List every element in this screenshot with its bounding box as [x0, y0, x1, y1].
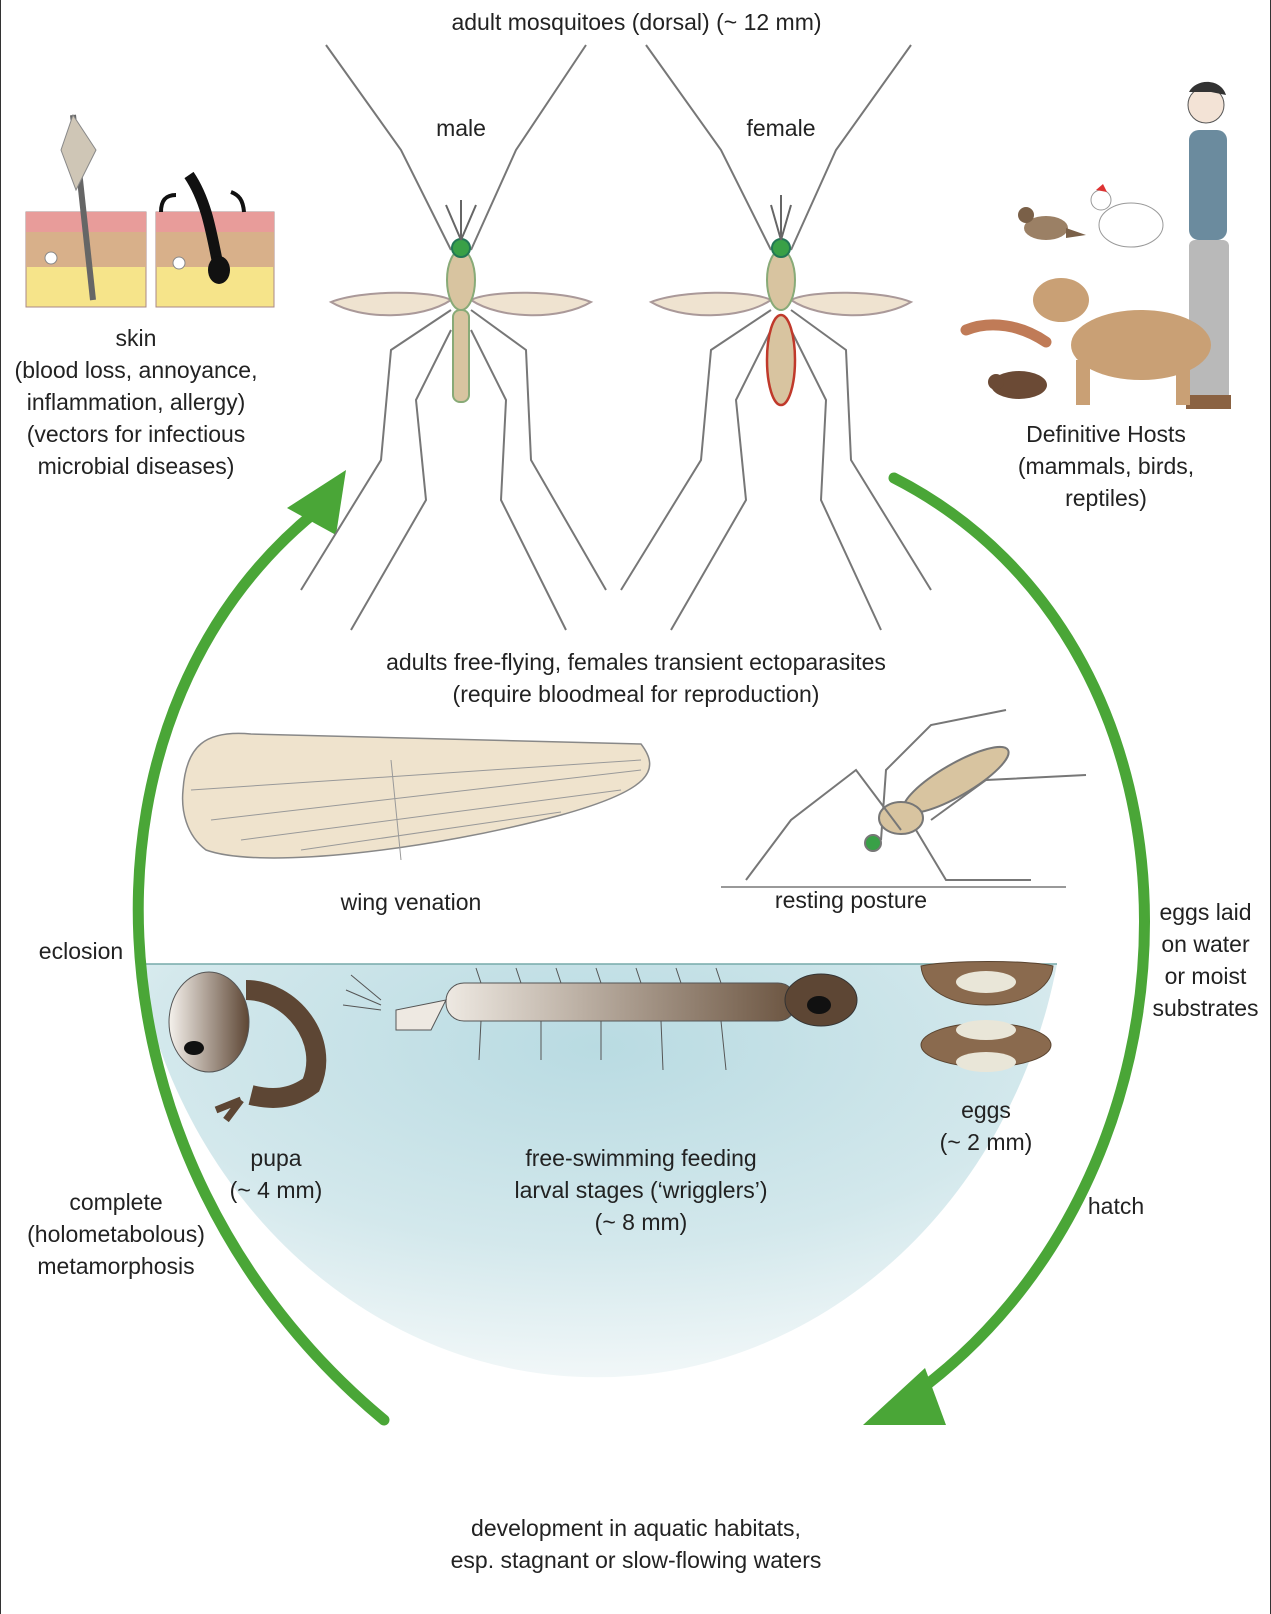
label-female: female	[721, 112, 841, 144]
rat-icon	[988, 371, 1047, 399]
label-eggs: eggs(~ 2 mm)	[921, 1094, 1051, 1158]
title-adult-mosquitoes: adult mosquitoes (dorsal) (~ 12 mm)	[1, 6, 1271, 38]
host-animals	[966, 82, 1231, 409]
label-definitive-hosts: Definitive Hosts(mammals, birds,reptiles…	[986, 418, 1226, 514]
dog-icon	[1033, 278, 1211, 405]
skin-illustration	[26, 115, 274, 307]
label-eclosion: eclosion	[21, 935, 141, 967]
label-pupa: pupa(~ 4 mm)	[211, 1142, 341, 1206]
label-hatch: hatch	[1071, 1190, 1161, 1222]
arrow-right-path	[894, 478, 1145, 1400]
label-skin: skin(blood loss, annoyance,inflammation,…	[1, 322, 271, 482]
label-larval-stages: free-swimming feedinglarval stages (‘wri…	[471, 1142, 811, 1238]
label-resting-posture: resting posture	[741, 884, 961, 916]
label-wing-venation: wing venation	[301, 886, 521, 918]
bird-icon	[1018, 207, 1086, 240]
label-adults-free-flying: adults free-flying, females transient ec…	[301, 646, 971, 710]
label-development: development in aquatic habitats,esp. sta…	[301, 1512, 971, 1576]
label-male: male	[401, 112, 521, 144]
label-eggs-laid: eggs laidon wateror moistsubstrates	[1143, 896, 1268, 1024]
label-metamorphosis: complete(holometabolous)metamorphosis	[11, 1186, 221, 1282]
resting-mosquito-icon	[721, 710, 1086, 887]
wing-venation-icon	[183, 733, 650, 860]
chicken-icon	[1091, 184, 1163, 247]
salamander-icon	[966, 325, 1046, 342]
